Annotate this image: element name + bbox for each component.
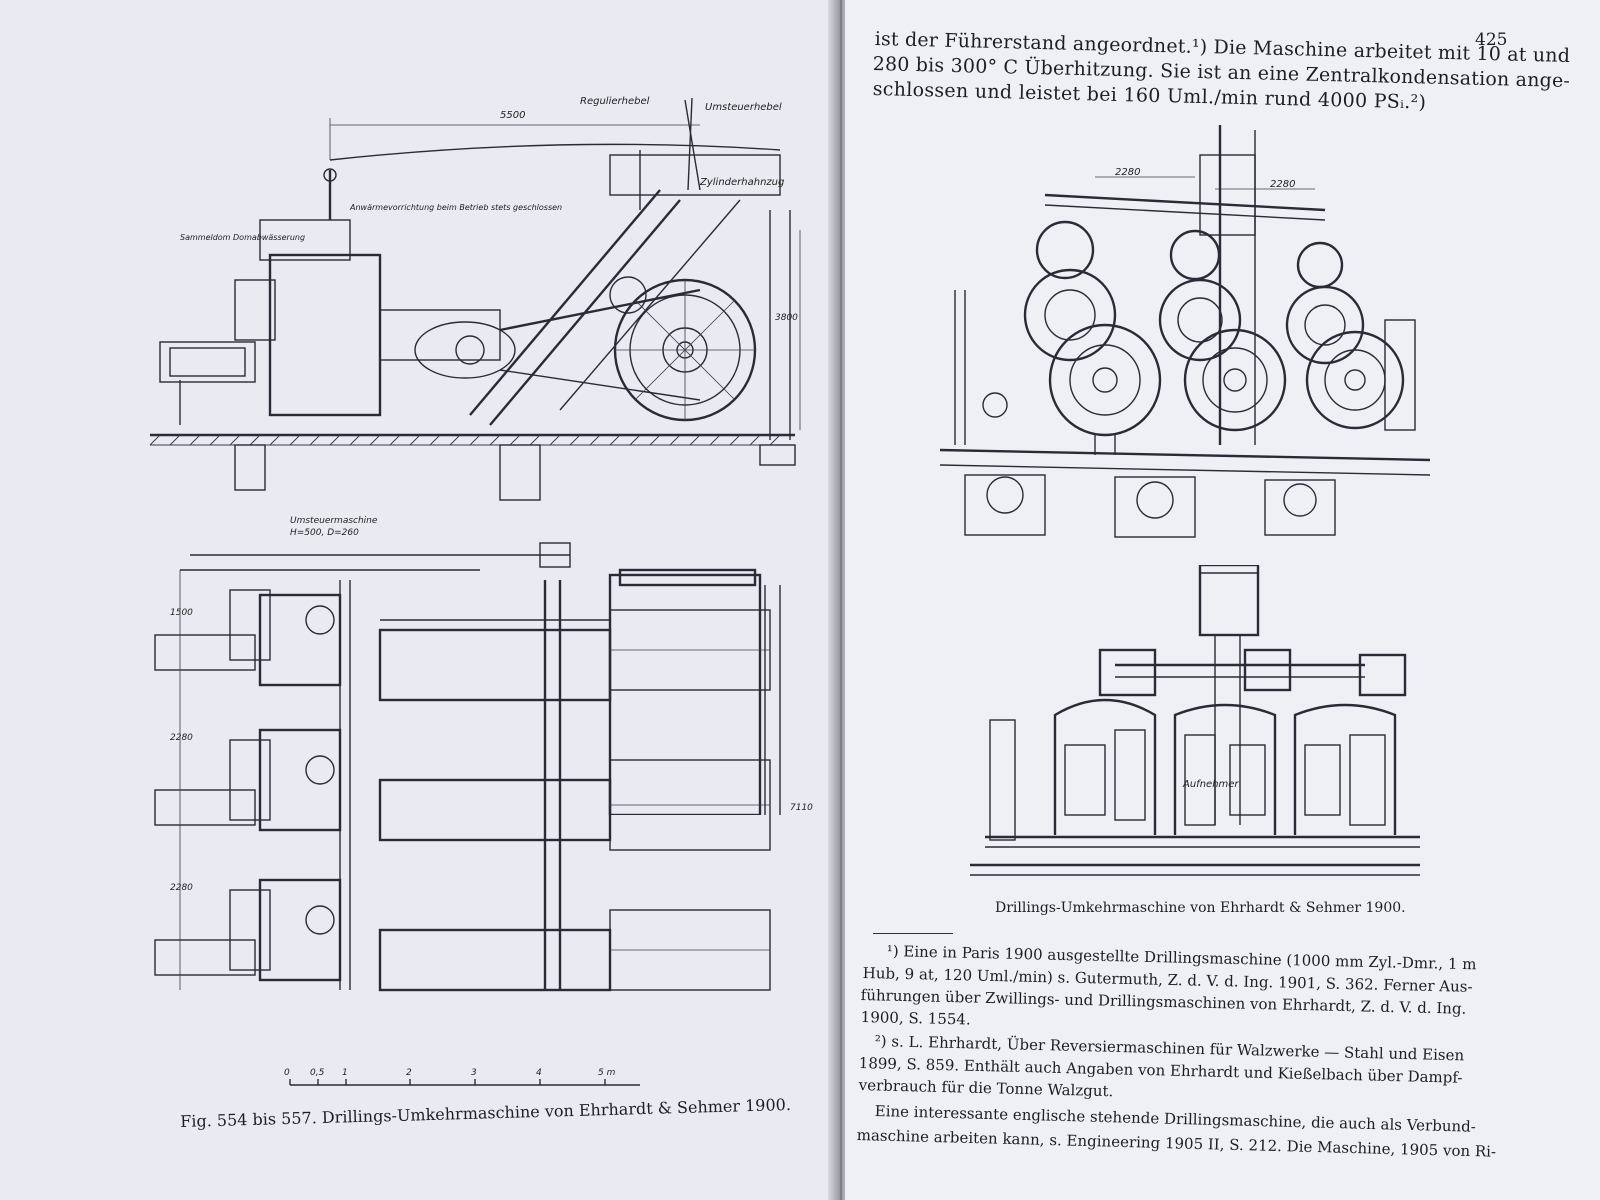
footnote2-line3: verbrauch für die Tonne Walzgut. — [858, 1076, 1114, 1101]
engine-frame-middle — [1173, 703, 1277, 835]
scale-bar: 0 0,5 1 2 3 4 5 m — [284, 1068, 640, 1086]
cylinder-unit-2 — [1158, 229, 1287, 432]
engine-frame-right — [1293, 703, 1397, 835]
right-page: 425 ist der Führerstand angeordnet.¹) Di… — [845, 0, 1600, 1200]
cylinder-row-3 — [154, 878, 771, 992]
umsteuerhebel-label: Umsteuerhebel — [705, 102, 782, 113]
zylinderhahnzug-label: Zylinderhahnzug — [699, 177, 784, 188]
cylinder-row-1 — [154, 589, 771, 702]
umsteuer-dims-label: H=500, D=260 — [290, 528, 359, 538]
engine-side-elevation-right-drawing: Aufnehmer — [970, 565, 1420, 876]
dim-2280a-label: 2280 — [170, 733, 193, 743]
scale-tick-0: 0 — [284, 1068, 290, 1078]
dim-2280-right-label: 2280 — [1270, 179, 1295, 190]
left-page: 5500 Regulierhebel Umsteuerhebel Zylinde… — [0, 0, 840, 1200]
dim-2280-left-label: 2280 — [1115, 167, 1140, 178]
page-number: 425 — [1475, 30, 1508, 50]
scale-tick-4: 3 — [471, 1068, 477, 1078]
dim-3800-label: 3800 — [775, 313, 798, 323]
aufnehmer-label: Aufnehmer — [1182, 779, 1239, 790]
dim-7110-label: 7110 — [790, 803, 813, 813]
footnote1-line4: 1900, S. 1554. — [860, 1008, 971, 1029]
scale-tick-6: 5 m — [598, 1068, 616, 1078]
sammeldom-label: Sammeldom Domabwässerung — [180, 233, 305, 242]
footnote-separator — [873, 933, 953, 934]
engine-side-elevation-drawing: 5500 Regulierhebel Umsteuerhebel Zylinde… — [149, 96, 801, 501]
engine-plan-cylinders: 7110 2280 — [154, 570, 813, 992]
foundation-hatching — [149, 434, 795, 446]
anwarmevorrichtung-label: Anwärmevorrichtung beim Betrieb stets ge… — [349, 203, 562, 212]
umsteuermaschine-label: Umsteuermaschine — [290, 516, 378, 526]
dim-1500-label: 1500 — [170, 608, 193, 618]
engine-front-elevation-drawing: 2280 2280 — [939, 125, 1431, 538]
scale-tick-3: 2 — [406, 1068, 412, 1078]
dim-5500-label: 5500 — [500, 110, 525, 121]
engine-frame-left — [1053, 698, 1157, 835]
cylinder-unit-1 — [1023, 220, 1162, 455]
cylinder-unit-3 — [1285, 241, 1405, 430]
scale-tick-1: 0,5 — [310, 1068, 325, 1078]
regulierhebel-label: Regulierhebel — [580, 96, 650, 107]
scale-tick-2: 1 — [342, 1068, 348, 1078]
cylinder-row-2 — [154, 728, 771, 851]
dim-2280b-label: 2280 — [170, 883, 193, 893]
right-figure-caption: Drillings-Umkehrmaschine von Ehrhardt & … — [995, 900, 1406, 916]
scale-tick-5: 4 — [536, 1068, 542, 1078]
